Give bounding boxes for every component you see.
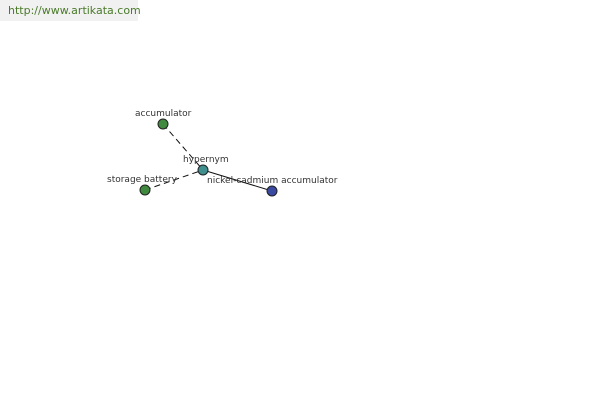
node-accumulator[interactable]	[157, 118, 169, 130]
label-accumulator: accumulator	[135, 109, 192, 119]
edge-hypernym-nickel-cadmium	[202, 169, 273, 192]
node-nickel-cadmium[interactable]	[266, 185, 278, 197]
label-storage-battery: storage battery	[107, 175, 178, 185]
edge-accumulator-hypernym	[162, 123, 204, 171]
label-hypernym: hypernym	[183, 155, 229, 165]
source-url-link[interactable]: http://www.artikata.com	[8, 4, 141, 17]
edge-storage-battery-hypernym	[144, 169, 204, 191]
node-hypernym[interactable]	[197, 164, 209, 176]
source-url-bar: http://www.artikata.com	[0, 0, 141, 21]
label-nickel-cadmium: nickel-cadmium accumulator	[207, 176, 338, 186]
node-storage-battery[interactable]	[139, 184, 151, 196]
